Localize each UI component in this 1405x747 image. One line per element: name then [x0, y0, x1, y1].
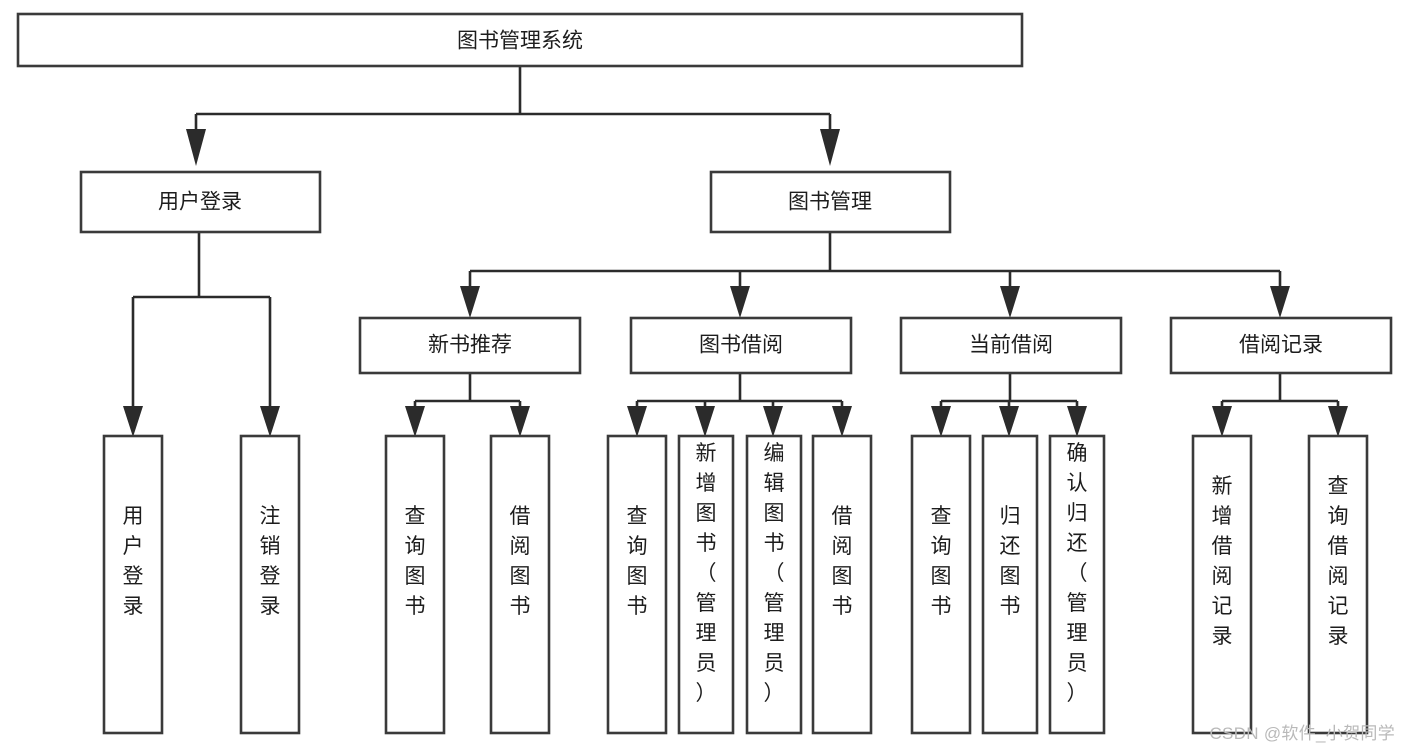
node-user-login-box[interactable]: [79, 170, 322, 234]
node-leaf-borrow-book-2[interactable]: 借阅图书: [811, 434, 873, 735]
node-leaf-query-book-2-box[interactable]: [606, 434, 668, 735]
node-book-manage-label: 图书管理: [788, 191, 872, 214]
node-leaf-add-record-box[interactable]: [1191, 434, 1253, 735]
arrowhead-icon-leaf-return-book: [999, 406, 1019, 437]
arrowhead-icon-borrow: [730, 286, 750, 318]
node-book-borrow-label: 图书借阅: [699, 334, 783, 357]
arrowhead-icon-leaf-add-record: [1212, 406, 1232, 437]
node-root-box[interactable]: [16, 12, 1024, 68]
connectors-layer: [131, 66, 1340, 406]
node-leaf-confirm-return[interactable]: 确认归还（管理员）: [1048, 434, 1106, 735]
node-leaf-query-book-1-label: 查询图书: [405, 505, 426, 618]
node-leaf-user-login-box[interactable]: [102, 434, 164, 735]
node-leaf-user-login[interactable]: 用户登录: [102, 434, 164, 735]
node-leaf-user-login-label: 用户登录: [123, 505, 144, 618]
arrowhead-icon-bookmanage: [820, 129, 840, 166]
node-user-login-label: 用户登录: [158, 191, 242, 214]
node-leaf-add-book[interactable]: 新增图书（管理员）: [677, 434, 735, 735]
node-leaf-add-record[interactable]: 新增借阅记录: [1191, 434, 1253, 735]
node-leaf-return-book[interactable]: 归还图书: [981, 434, 1039, 735]
node-root-label: 图书管理系统: [457, 30, 583, 53]
node-leaf-add-book-box[interactable]: [677, 434, 735, 735]
arrowhead-icon-record: [1270, 286, 1290, 318]
node-book-borrow-box[interactable]: [629, 316, 853, 375]
node-leaf-confirm-return-box[interactable]: [1048, 434, 1106, 735]
node-book-manage[interactable]: 图书管理: [709, 170, 952, 234]
node-leaf-query-book-3-box[interactable]: [910, 434, 972, 735]
node-leaf-add-book-label: 新增图书（管理员）: [696, 442, 717, 705]
arrowhead-icon-leaf-add-book: [695, 406, 715, 437]
node-leaf-confirm-return-label: 确认归还（管理员）: [1067, 442, 1088, 705]
node-leaf-query-record-box[interactable]: [1307, 434, 1369, 735]
arrowhead-icon-leaf-user-login: [123, 406, 143, 437]
arrowhead-icon-leaf-query-record: [1328, 406, 1348, 437]
node-user-login[interactable]: 用户登录: [79, 170, 322, 234]
arrowhead-icon-leaf-borrow-book-2: [832, 406, 852, 437]
node-leaf-query-record[interactable]: 查询借阅记录: [1307, 434, 1369, 735]
arrowhead-icon-leaf-query-book-2: [627, 406, 647, 437]
node-borrow-record-box[interactable]: [1169, 316, 1393, 375]
node-leaf-query-book-2-label: 查询图书: [627, 505, 648, 618]
node-new-book-recommend[interactable]: 新书推荐: [358, 316, 582, 375]
node-leaf-borrow-book-2-label: 借阅图书: [832, 505, 853, 618]
node-book-borrow[interactable]: 图书借阅: [629, 316, 853, 375]
arrowhead-icon-leaf-borrow-book-1: [510, 406, 530, 437]
node-leaf-edit-book-label: 编辑图书（管理员）: [764, 442, 785, 705]
node-leaf-borrow-book-1[interactable]: 借阅图书: [489, 434, 551, 735]
node-book-manage-box[interactable]: [709, 170, 952, 234]
node-leaf-logout-label: 注销登录: [260, 505, 281, 618]
arrowheads-layer: [123, 129, 1348, 437]
arrowhead-icon-leaf-query-book-3: [931, 406, 951, 437]
arrowhead-icon-leaf-confirm-return: [1067, 406, 1087, 437]
node-leaf-query-book-3-label: 查询图书: [931, 505, 952, 618]
arrowhead-icon-recommend: [460, 286, 480, 318]
node-leaf-logout[interactable]: 注销登录: [239, 434, 301, 735]
node-borrow-record[interactable]: 借阅记录: [1169, 316, 1393, 375]
node-leaf-borrow-book-1-label: 借阅图书: [510, 505, 531, 618]
arrowhead-icon-leaf-edit-book: [763, 406, 783, 437]
node-leaf-edit-book[interactable]: 编辑图书（管理员）: [745, 434, 803, 735]
node-leaf-query-book-3[interactable]: 查询图书: [910, 434, 972, 735]
node-leaf-return-book-label: 归还图书: [1000, 505, 1021, 618]
node-leaf-query-book-1[interactable]: 查询图书: [384, 434, 446, 735]
node-leaf-borrow-book-2-box[interactable]: [811, 434, 873, 735]
node-leaf-edit-book-box[interactable]: [745, 434, 803, 735]
csdn-watermark: CSDN @软件_小贺同学: [1209, 724, 1395, 743]
node-current-borrow[interactable]: 当前借阅: [899, 316, 1123, 375]
node-leaf-query-book-2[interactable]: 查询图书: [606, 434, 668, 735]
arrowhead-icon-leaf-query-book-1: [405, 406, 425, 437]
node-leaf-logout-box[interactable]: [239, 434, 301, 735]
node-borrow-record-label: 借阅记录: [1239, 334, 1323, 357]
node-leaf-add-record-label: 新增借阅记录: [1212, 475, 1233, 648]
node-new-book-recommend-box[interactable]: [358, 316, 582, 375]
node-new-book-recommend-label: 新书推荐: [428, 334, 512, 357]
node-leaf-query-record-label: 查询借阅记录: [1328, 475, 1349, 648]
node-current-borrow-label: 当前借阅: [969, 334, 1053, 357]
arrowhead-icon-leaf-logout: [260, 406, 280, 437]
node-leaf-borrow-book-1-box[interactable]: [489, 434, 551, 735]
node-root[interactable]: 图书管理系统: [16, 12, 1024, 68]
node-current-borrow-box[interactable]: [899, 316, 1123, 375]
arrowhead-icon-userlogin: [186, 129, 206, 166]
node-leaf-query-book-1-box[interactable]: [384, 434, 446, 735]
arrowhead-icon-current: [1000, 286, 1020, 318]
node-leaf-return-book-box[interactable]: [981, 434, 1039, 735]
